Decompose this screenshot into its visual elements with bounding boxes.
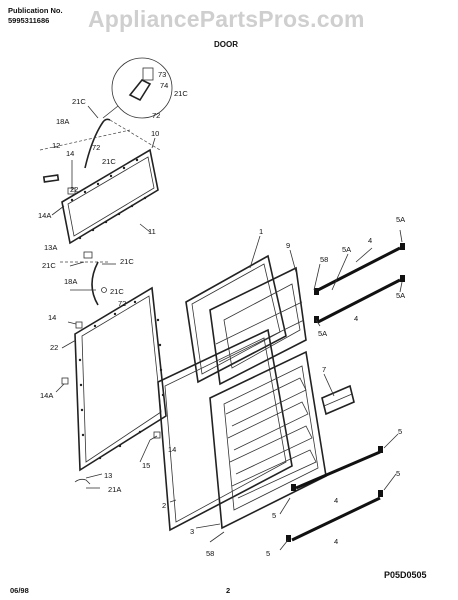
- callout-7: 7: [322, 365, 326, 374]
- callout-22-a: 22: [70, 185, 78, 194]
- watermark: AppliancePartsPros.com: [88, 6, 365, 32]
- freezer-gasket-frame: [61, 148, 159, 245]
- callout-2: 2: [162, 501, 166, 510]
- freezer-handle: [84, 118, 111, 169]
- callout-5A-a: 5A: [396, 215, 405, 224]
- callout-4-d: 4: [334, 537, 338, 546]
- detail-magnifier: [111, 57, 173, 119]
- callout-21C-a: 21C: [72, 97, 86, 106]
- trim-strip-door-bottom: [291, 496, 381, 542]
- trim-strip-door-mid: [295, 450, 381, 490]
- fresh-food-door-panel: [157, 328, 293, 532]
- section-title: DOOR: [214, 40, 238, 49]
- callout-18A-b: 18A: [64, 277, 77, 286]
- callout-22-b: 22: [50, 343, 58, 352]
- callout-21C-c: 21C: [102, 157, 116, 166]
- callout-5-d: 5: [266, 549, 270, 558]
- callout-4-b: 4: [354, 314, 358, 323]
- callout-21C-b: 21C: [174, 89, 188, 98]
- callout-4-c: 4: [334, 496, 338, 505]
- callout-13: 13: [104, 471, 112, 480]
- callout-14A-b: 14A: [40, 391, 53, 400]
- callout-74: 74: [160, 81, 168, 90]
- publication-number: 5995311686: [8, 16, 50, 25]
- footer-diagram-code: P05D0505: [384, 570, 427, 580]
- callout-5-a: 5: [398, 427, 402, 436]
- callout-5A-c: 5A: [396, 291, 405, 300]
- callout-21C-f: 21C: [110, 287, 124, 296]
- callout-15: 15: [142, 461, 150, 470]
- callout-13A: 13A: [44, 243, 57, 252]
- callout-72-a: 72: [92, 143, 100, 152]
- callout-14-a: 14: [66, 149, 74, 158]
- callout-5A-b: 5A: [342, 245, 351, 254]
- callout-21C-d: 21C: [42, 261, 56, 270]
- callout-72-c: 72: [118, 299, 126, 308]
- callout-4-a: 4: [368, 236, 372, 245]
- callout-5-c: 5: [272, 511, 276, 520]
- footer-date: 06/98: [10, 586, 29, 595]
- callout-10: 10: [151, 129, 159, 138]
- publication-label: Publication No.: [8, 6, 63, 15]
- callout-9: 9: [286, 241, 290, 250]
- freezer-door-panel: [185, 254, 287, 384]
- callout-3: 3: [190, 527, 194, 536]
- footer-page-number: 2: [226, 586, 231, 595]
- freezer-door-liner: [209, 266, 307, 386]
- callout-18A-a: 18A: [56, 117, 69, 126]
- fresh-food-gasket-frame: [74, 286, 167, 472]
- callout-21A: 21A: [108, 485, 121, 494]
- callout-58-a: 58: [320, 255, 328, 264]
- dairy-bin: [321, 384, 355, 416]
- callout-21C-e: 21C: [120, 257, 134, 266]
- callout-14-b: 14: [48, 313, 56, 322]
- callout-72-b: 72: [152, 111, 160, 120]
- callout-73: 73: [158, 70, 166, 79]
- callout-58-b: 58: [206, 549, 214, 558]
- callout-14-c: 14: [168, 445, 176, 454]
- trim-strip-upper: [317, 246, 401, 292]
- refrigerator-handle: [91, 261, 99, 306]
- callout-5A-d: 5A: [318, 329, 327, 338]
- part-12-plug: [42, 174, 60, 183]
- callout-1: 1: [259, 227, 263, 236]
- callout-5-b: 5: [396, 469, 400, 478]
- callout-12: 12: [52, 141, 60, 150]
- callout-14A-a: 14A: [38, 211, 51, 220]
- callout-11: 11: [148, 227, 156, 236]
- trim-strip-lower: [317, 278, 401, 324]
